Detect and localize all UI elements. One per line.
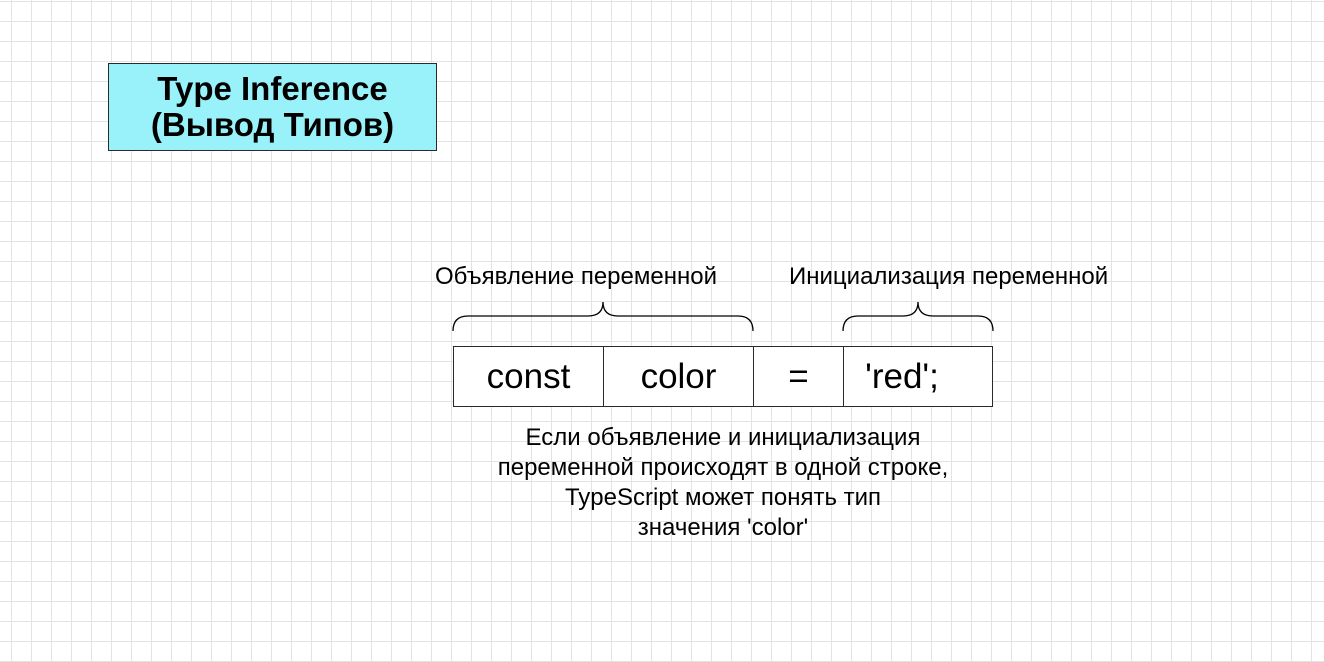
note-line: Если объявление и инициализация bbox=[525, 424, 921, 451]
code-cell-keyword: const bbox=[454, 347, 604, 406]
explanation-note: Если объявление и инициализация переменн… bbox=[433, 423, 1013, 543]
note-line: переменной происходят в одной строке, bbox=[497, 454, 949, 481]
declaration-label: Объявление переменной bbox=[435, 263, 717, 290]
title-line-1: Type Inference bbox=[157, 70, 388, 107]
initialization-label: Инициализация переменной bbox=[789, 263, 1109, 290]
title-line-2: (Вывод Типов) bbox=[150, 106, 395, 143]
note-line: значения 'color' bbox=[637, 514, 809, 541]
initialization-curly-brace bbox=[842, 301, 994, 332]
code-statement-row: const color = 'red'; bbox=[453, 346, 993, 407]
code-cell-identifier: color bbox=[604, 347, 754, 406]
title-box: Type Inference (Вывод Типов) bbox=[108, 63, 437, 151]
code-cell-operator: = bbox=[754, 347, 844, 406]
note-line: TypeScript может понять тип bbox=[564, 484, 882, 511]
code-cell-value: 'red'; bbox=[865, 356, 939, 396]
declaration-curly-brace bbox=[452, 301, 754, 332]
